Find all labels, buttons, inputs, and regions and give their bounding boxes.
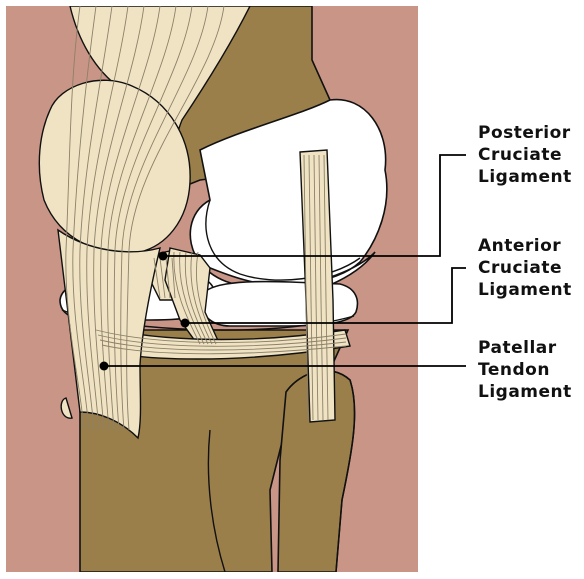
label-line: Ligament: [478, 166, 572, 188]
label-line: Tendon: [478, 359, 572, 381]
label-line: Patellar: [478, 337, 572, 359]
label-posterior-cruciate-ligament: Posterior Cruciate Ligament: [478, 122, 572, 188]
label-line: Cruciate: [478, 257, 572, 279]
label-patellar-tendon-ligament: Patellar Tendon Ligament: [478, 337, 572, 403]
label-anterior-cruciate-ligament: Anterior Cruciate Ligament: [478, 235, 572, 301]
marker-dot-anterior: [181, 319, 190, 328]
marker-dot-patellar: [100, 362, 109, 371]
label-line: Posterior: [478, 122, 572, 144]
label-line: Ligament: [478, 381, 572, 403]
label-line: Anterior: [478, 235, 572, 257]
label-line: Ligament: [478, 279, 572, 301]
marker-dot-posterior: [159, 252, 168, 261]
label-line: Cruciate: [478, 144, 572, 166]
